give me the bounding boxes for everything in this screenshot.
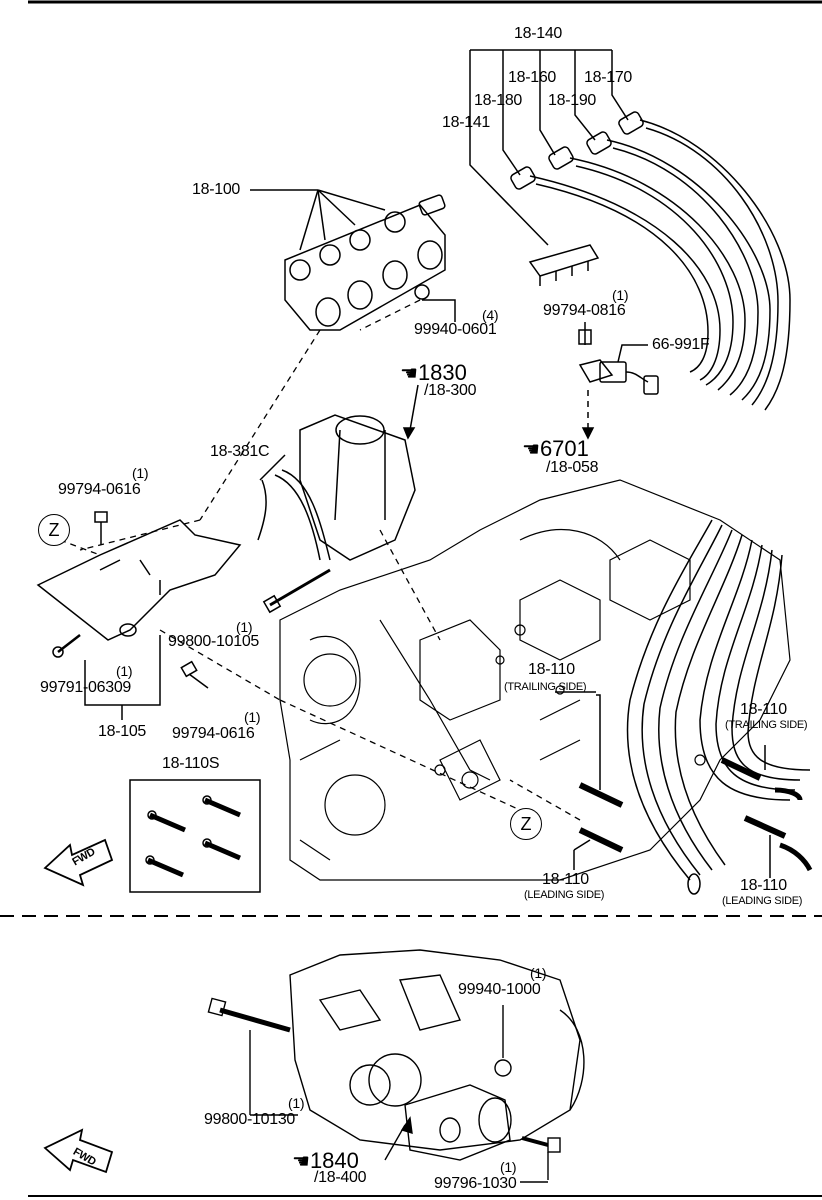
ref-6701[interactable]: ☛6701 — [522, 436, 589, 461]
qty-1-bolt-06309: (1) — [116, 663, 133, 679]
zone-z-left: Z — [38, 514, 70, 546]
pointing-hand-icon: ☛ — [522, 439, 540, 461]
plug-icons — [145, 795, 241, 878]
ref-1830[interactable]: ☛1830 — [400, 360, 467, 385]
label-18-105: 18-105 — [98, 723, 147, 740]
qty-1-nut-1000: (1) — [530, 965, 547, 981]
ref-18-400: /18-400 — [314, 1169, 367, 1186]
qty-1-bolt-10130: (1) — [288, 1095, 305, 1111]
note-leading-center: (LEADING SIDE) — [524, 889, 605, 901]
qty-1-bolt-bottom: (1) — [244, 709, 261, 725]
label-99796-1030: 99796-1030 — [434, 1175, 517, 1192]
note-leading-right: (LEADING SIDE) — [722, 895, 803, 907]
qty-1-top-bolt: (1) — [132, 465, 149, 481]
label-99940-1000: 99940-1000 — [458, 981, 541, 998]
label-18-180: 18-180 — [474, 92, 523, 109]
label-99940-0601: 99940-0601 — [414, 321, 497, 338]
assembly-leaders — [59, 299, 581, 821]
starter-assembly — [207, 949, 585, 1183]
engine-block — [279, 479, 791, 881]
pointing-hand-icon: ☛ — [400, 363, 418, 385]
label-18-110s: 18-110S — [162, 755, 220, 772]
pointing-hand-icon: ☛ — [292, 1151, 310, 1173]
label-18-110-leading-right: 18-110 — [740, 877, 787, 894]
label-18-110-trailing-center: 18-110 — [528, 661, 575, 678]
ref-18-300: /18-300 — [424, 382, 477, 399]
note-trailing-right: (TRAILING SIDE) — [725, 719, 808, 731]
engine-mount — [257, 384, 419, 614]
label-18-110-trailing-right: 18-110 — [740, 701, 787, 718]
label-18-141: 18-141 — [442, 114, 491, 131]
note-trailing-center: (TRAILING SIDE) — [504, 681, 587, 693]
label-18-381c: 18-381C — [210, 443, 270, 460]
label-99794-0616-bottom: 99794-0616 — [172, 725, 255, 742]
fwd-arrow-top-icon — [43, 838, 114, 887]
label-18-170: 18-170 — [584, 69, 633, 86]
label-99791-06309: 99791-06309 — [40, 679, 132, 696]
ref-18-058: /18-058 — [546, 459, 599, 476]
label-18-160: 18-160 — [508, 69, 557, 86]
label-18-140: 18-140 — [514, 25, 563, 42]
plug-cords — [469, 49, 791, 411]
qty-4: (4) — [482, 307, 499, 323]
ref-1840[interactable]: ☛1840 — [292, 1148, 359, 1173]
label-66-991f: 66-991F — [652, 336, 710, 353]
label-18-190: 18-190 — [548, 92, 597, 109]
fwd-arrow-bottom-icon — [43, 1128, 114, 1174]
label-18-100: 18-100 — [192, 181, 241, 198]
ignition-coil-assembly — [250, 189, 456, 331]
label-99794-0616-top: 99794-0616 — [58, 481, 141, 498]
sensor-66-991f — [578, 322, 659, 440]
spark-plug-set — [129, 779, 261, 893]
qty-1-bolt-1030: (1) — [500, 1159, 517, 1175]
zone-z-right: Z — [510, 808, 542, 840]
right-plug-cords — [555, 519, 813, 895]
label-99800-10105: 99800-10105 — [168, 633, 260, 650]
label-99800-10130: 99800-10130 — [204, 1111, 296, 1128]
qty-1-bolt-10105: (1) — [236, 619, 253, 635]
label-18-110-leading-center: 18-110 — [542, 871, 589, 888]
qty-1-sensor: (1) — [612, 287, 629, 303]
label-99794-0816: 99794-0816 — [543, 302, 626, 319]
bracket-18-105 — [36, 511, 242, 720]
